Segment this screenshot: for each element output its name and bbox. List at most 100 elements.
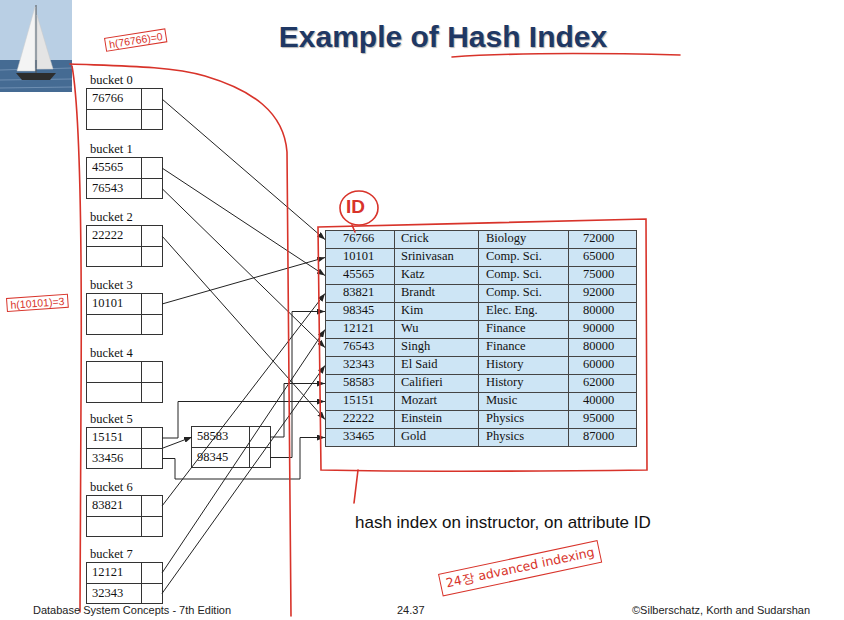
pointer-arrow: [162, 438, 325, 480]
footer-text: ©Silberschatz, Korth and Sudarshan: [632, 604, 810, 616]
pointer-cell-divider: [141, 89, 142, 129]
bucket-entry: 58583: [192, 427, 270, 447]
table-row: 22222EinsteinPhysics95000: [325, 410, 637, 429]
bucket-entry: 22222: [87, 226, 162, 246]
search-key: 76766: [92, 91, 123, 106]
table-cell: 32343: [326, 357, 394, 374]
bucket-entry: 33456: [87, 449, 162, 468]
table-cell: Einstein: [394, 411, 478, 428]
table-cell: Gold: [394, 429, 478, 446]
bucket-heading: bucket 6: [90, 480, 133, 495]
table-cell: 45565: [326, 267, 394, 284]
table-cell: 98345: [326, 303, 394, 320]
pen-stroke: [354, 470, 358, 503]
photo-sky: [0, 0, 72, 62]
photo-sea: [0, 60, 72, 92]
pen-box: [318, 219, 647, 471]
table-cell: Comp. Sci.: [478, 249, 568, 266]
table-cell: 80000: [568, 303, 638, 320]
pointer-arrow: [162, 189, 325, 348]
pointer-arrow: [163, 437, 192, 448]
pen-stroke: [352, 225, 355, 232]
pointer-arrow: [162, 330, 325, 574]
table-row: 58583CalifieriHistory62000: [325, 374, 637, 393]
pointer-arrow: [162, 366, 325, 594]
pen-note: h(10101)=3: [6, 294, 69, 312]
hash-bucket: bucket 51515133456: [86, 427, 163, 469]
table-cell: 22222: [326, 411, 394, 428]
table-cell: Physics: [478, 411, 568, 428]
table-cell: Califieri: [394, 375, 478, 392]
pen-note: h(76766)=0: [104, 28, 167, 52]
search-key: 32343: [92, 586, 123, 601]
table-cell: 12121: [326, 321, 394, 338]
table-row: 15151MozartMusic40000: [325, 392, 637, 411]
table-cell: Finance: [478, 321, 568, 338]
hash-bucket: bucket 222222: [86, 225, 163, 267]
pointer-arrow: [162, 258, 325, 305]
pointer-cell-divider: [141, 294, 142, 334]
figure-caption: hash index on instructor, on attribute I…: [355, 513, 651, 533]
table-cell: 40000: [568, 393, 638, 410]
pointer-cell-divider: [141, 158, 142, 198]
hash-bucket: bucket 683821: [86, 495, 163, 537]
pointer-cell-divider: [141, 496, 142, 536]
search-key: 22222: [92, 228, 123, 243]
bucket-entry: 76543: [87, 179, 162, 198]
pen-circle: [340, 191, 378, 225]
table-cell: 10101: [326, 249, 394, 266]
table-cell: 76543: [326, 339, 394, 356]
bucket-heading: bucket 0: [90, 73, 133, 88]
hash-bucket: bucket 310101: [86, 293, 163, 335]
pen-underline: [452, 53, 680, 57]
bucket-entry: 15151: [87, 428, 162, 448]
pointer-cell-divider: [141, 362, 142, 402]
table-cell: 87000: [568, 429, 638, 446]
pointer-cell-divider: [141, 226, 142, 266]
bucket-divider: [87, 246, 162, 247]
table-cell: Katz: [394, 267, 478, 284]
pen-note: ID: [346, 196, 365, 218]
hash-bucket: bucket 14556576543: [86, 157, 163, 199]
table-row: 32343El SaidHistory60000: [325, 356, 637, 375]
table-row: 12121WuFinance90000: [325, 320, 637, 339]
table-row: 98345KimElec. Eng.80000: [325, 302, 637, 321]
table-cell: 33465: [326, 429, 394, 446]
search-key: 45565: [92, 160, 123, 175]
pen-outline: [72, 66, 81, 612]
slide-title: Example of Hash Index: [279, 20, 607, 54]
table-row: 33465GoldPhysics87000: [325, 428, 637, 447]
table-cell: Music: [478, 393, 568, 410]
table-row: 83821BrandtComp. Sci.92000: [325, 284, 637, 303]
table-cell: Srinivasan: [394, 249, 478, 266]
table-cell: Brandt: [394, 285, 478, 302]
table-cell: 58583: [326, 375, 394, 392]
pointer-arrow: [162, 99, 325, 240]
table-row: 45565KatzComp. Sci.75000: [325, 266, 637, 285]
table-cell: 75000: [568, 267, 638, 284]
table-cell: 65000: [568, 249, 638, 266]
photo-waves: [0, 68, 72, 88]
table-cell: 92000: [568, 285, 638, 302]
pointer-arrow: [162, 294, 325, 507]
pen-note: 24장 advanced indexing: [438, 540, 603, 596]
table-cell: 15151: [326, 393, 394, 410]
table-cell: Elec. Eng.: [478, 303, 568, 320]
hash-bucket: bucket 4: [86, 361, 163, 403]
pointer-arrow: [270, 384, 325, 438]
search-key: 76543: [92, 181, 123, 196]
table-row: 10101SrinivasanComp. Sci.65000: [325, 248, 637, 267]
pointer-cell-divider: [141, 428, 142, 468]
hash-bucket: bucket 71212132343: [86, 562, 163, 604]
table-cell: Mozart: [394, 393, 478, 410]
bucket-heading: bucket 3: [90, 278, 133, 293]
table-cell: History: [478, 357, 568, 374]
table-cell: Comp. Sci.: [478, 285, 568, 302]
table-row: 76543SinghFinance80000: [325, 338, 637, 357]
search-key: 15151: [92, 430, 123, 445]
photo-jib: [37, 15, 53, 69]
bucket-divider: [87, 178, 162, 179]
